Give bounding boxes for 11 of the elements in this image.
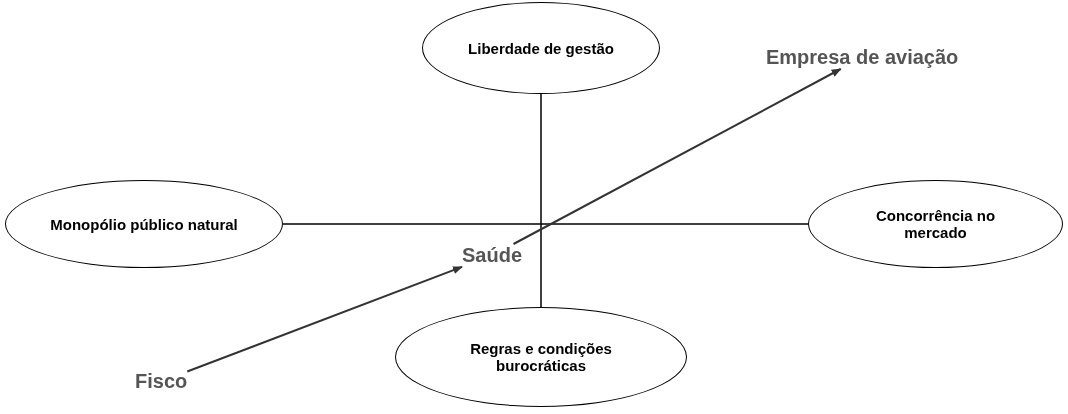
axis-line bbox=[282, 223, 809, 225]
category-oval: Regras e condições burocráticas bbox=[395, 307, 687, 407]
category-oval: Monopólio público natural bbox=[5, 180, 283, 268]
sector-label: Empresa de aviação bbox=[766, 46, 959, 69]
arrow bbox=[186, 265, 463, 373]
sector-label: Fisco bbox=[135, 370, 188, 393]
category-oval: Concorrência no mercado bbox=[808, 180, 1063, 268]
sector-label: Saúde bbox=[462, 244, 523, 267]
category-oval: Liberdade de gestão bbox=[422, 2, 660, 94]
arrow bbox=[512, 68, 842, 245]
axis-line bbox=[540, 93, 542, 308]
